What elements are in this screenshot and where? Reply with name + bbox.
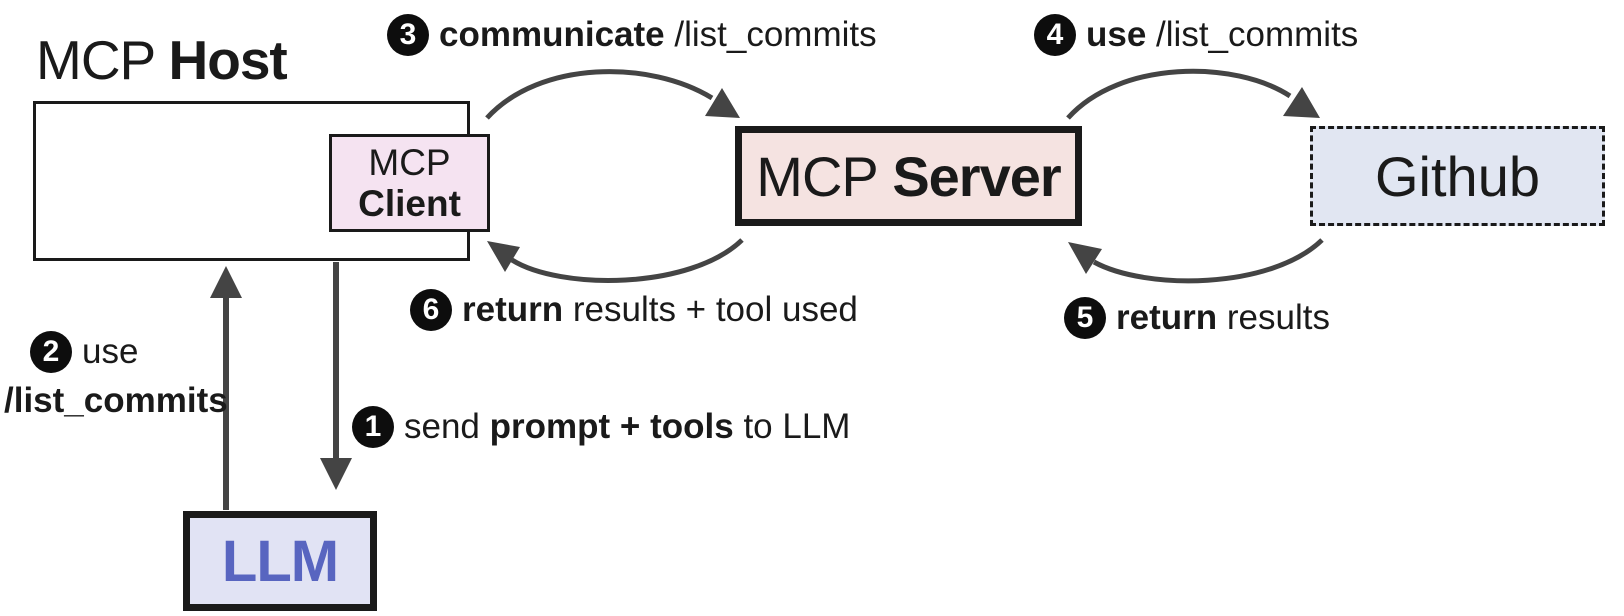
- step-3-label: 3 communicate /list_commits: [387, 14, 877, 56]
- step-2-bold: /list_commits: [4, 381, 228, 420]
- arrow-use-github: [1066, 68, 1292, 120]
- arrowhead-communicate: [705, 88, 740, 118]
- arrow-return-server: [1092, 238, 1324, 284]
- client-label-line2: Client: [358, 183, 461, 224]
- step-1-badge: 1: [352, 406, 394, 448]
- step-3-bold: communicate: [439, 15, 665, 54]
- host-title: MCP Host: [36, 28, 288, 92]
- step-4-text: /list_commits: [1156, 15, 1359, 54]
- step-5-text: results: [1226, 298, 1330, 337]
- step-2-text: use: [82, 332, 139, 371]
- client-box: MCP Client: [329, 134, 490, 232]
- step-2-badge: 2: [30, 331, 72, 373]
- llm-label: LLM: [221, 528, 339, 594]
- step-6-bold: return: [462, 290, 564, 329]
- arrow-return-client: [510, 238, 744, 283]
- arrowhead-use-github: [1283, 87, 1320, 118]
- client-label-line1: MCP: [368, 141, 451, 183]
- step-1-label: 1 send prompt + tools to LLM: [352, 406, 850, 448]
- server-label-bold: Server: [892, 144, 1061, 208]
- arrowhead-return-client: [487, 241, 520, 272]
- host-title-bold: Host: [168, 29, 288, 91]
- step-5-badge: 5: [1064, 297, 1106, 339]
- step-6-text: results + tool used: [572, 290, 858, 329]
- step-4-badge: 4: [1034, 14, 1076, 56]
- arrowhead-use-tool: [210, 266, 242, 298]
- server-box: MCP Server: [735, 126, 1082, 226]
- step-1-post: to LLM: [743, 407, 851, 446]
- step-6-label: 6 return results + tool used: [410, 289, 858, 331]
- step-6-badge: 6: [410, 289, 452, 331]
- step-1-mid: +: [619, 407, 641, 446]
- github-label: Github: [1375, 144, 1540, 208]
- arrowhead-return-server: [1068, 242, 1102, 274]
- step-1-pre: send: [404, 407, 480, 446]
- arrowhead-send-prompt: [320, 458, 352, 490]
- step-3-text: /list_commits: [674, 15, 877, 54]
- step-2-label: 2 use /list_commits: [4, 331, 228, 421]
- llm-box: LLM: [183, 511, 377, 611]
- server-label-prefix: MCP: [756, 144, 878, 208]
- github-box: Github: [1310, 126, 1605, 226]
- step-1-bold1: prompt: [489, 407, 611, 446]
- step-5-label: 5 return results: [1064, 297, 1330, 339]
- step-3-badge: 3: [387, 14, 429, 56]
- step-1-bold2: tools: [650, 407, 734, 446]
- host-title-prefix: MCP: [36, 29, 155, 91]
- step-5-bold: return: [1116, 298, 1218, 337]
- step-4-bold: use: [1086, 15, 1147, 54]
- step-4-label: 4 use /list_commits: [1034, 14, 1358, 56]
- arrow-communicate: [485, 69, 714, 120]
